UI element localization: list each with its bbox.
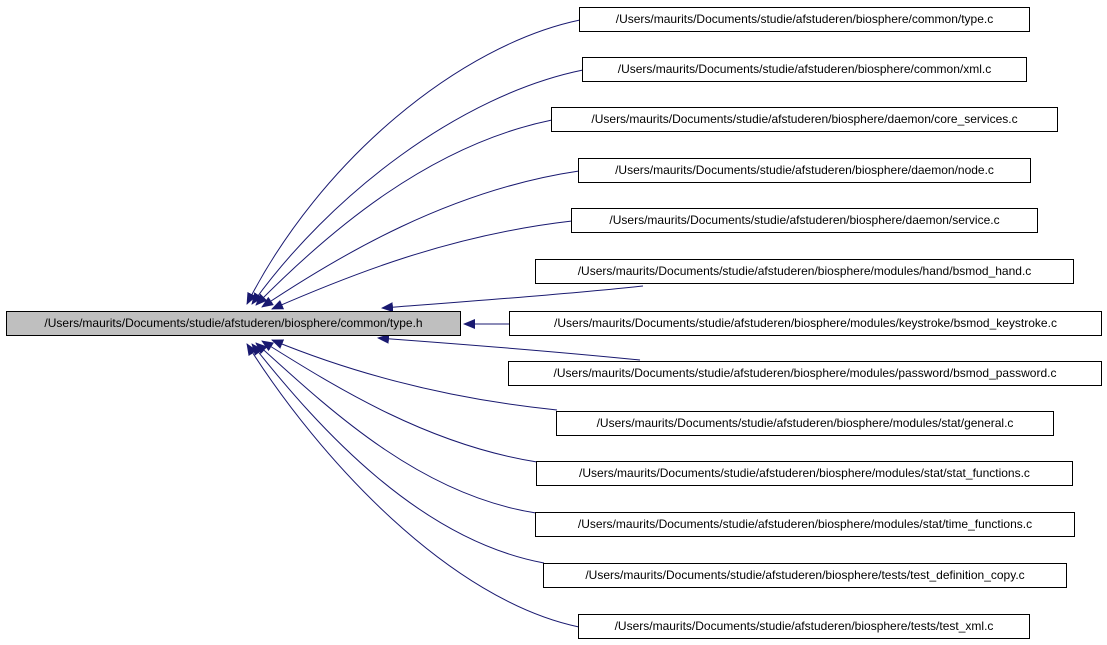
edge-node-c [261, 170, 580, 308]
includer-node-label: /Users/maurits/Documents/studie/afstuder… [615, 12, 994, 26]
edge-stat-functions-c [261, 340, 538, 463]
includer-node-label: /Users/maurits/Documents/studie/afstuder… [614, 619, 994, 633]
includer-node-general-c[interactable]: /Users/maurits/Documents/studie/afstuder… [556, 411, 1054, 436]
includer-node-bsmod-password-c[interactable]: /Users/maurits/Documents/studie/afstuder… [508, 361, 1102, 386]
includer-node-label: /Users/maurits/Documents/studie/afstuder… [577, 264, 1032, 278]
includer-node-time-functions-c[interactable]: /Users/maurits/Documents/studie/afstuder… [535, 512, 1075, 537]
edge-xml-c [251, 69, 584, 305]
includer-node-type-c[interactable]: /Users/maurits/Documents/studie/afstuder… [579, 7, 1030, 32]
includer-node-label: /Users/maurits/Documents/studie/afstuder… [596, 416, 1014, 430]
includer-node-xml-c[interactable]: /Users/maurits/Documents/studie/afstuder… [582, 57, 1027, 82]
includer-node-label: /Users/maurits/Documents/studie/afstuder… [615, 163, 994, 177]
includer-node-label: /Users/maurits/Documents/studie/afstuder… [577, 517, 1033, 531]
includer-node-core-services-c[interactable]: /Users/maurits/Documents/studie/afstuder… [551, 107, 1058, 132]
includer-node-label: /Users/maurits/Documents/studie/afstuder… [591, 112, 1018, 126]
root-node-label: /Users/maurits/Documents/studie/afstuder… [44, 316, 423, 330]
includer-node-bsmod-keystroke-c[interactable]: /Users/maurits/Documents/studie/afstuder… [509, 311, 1102, 336]
includer-node-label: /Users/maurits/Documents/studie/afstuder… [609, 213, 1000, 227]
includer-node-stat-functions-c[interactable]: /Users/maurits/Documents/studie/afstuder… [536, 461, 1073, 486]
edge-bsmod-hand-c [381, 285, 644, 313]
edge-bsmod-password-c [377, 333, 641, 361]
edge-service-c [271, 220, 573, 310]
edge-general-c [271, 339, 558, 411]
includer-node-node-c[interactable]: /Users/maurits/Documents/studie/afstuder… [578, 158, 1031, 183]
edge-core-services-c [255, 119, 553, 306]
includer-node-label: /Users/maurits/Documents/studie/afstuder… [554, 316, 1057, 330]
edge-type-c [246, 19, 581, 305]
includer-node-service-c[interactable]: /Users/maurits/Documents/studie/afstuder… [571, 208, 1038, 233]
root-node-type-h[interactable]: /Users/maurits/Documents/studie/afstuder… [6, 311, 461, 336]
includer-node-test-definition-copy-c[interactable]: /Users/maurits/Documents/studie/afstuder… [543, 563, 1067, 588]
includer-node-label: /Users/maurits/Documents/studie/afstuder… [617, 62, 992, 76]
edge-time-functions-c [255, 342, 537, 514]
includer-node-label: /Users/maurits/Documents/studie/afstuder… [579, 466, 1030, 480]
includer-node-bsmod-hand-c[interactable]: /Users/maurits/Documents/studie/afstuder… [535, 259, 1074, 284]
edge-test-xml-c [246, 343, 580, 628]
edge-test-definition-copy-c [251, 343, 545, 564]
includer-node-label: /Users/maurits/Documents/studie/afstuder… [585, 568, 1025, 582]
includer-node-label: /Users/maurits/Documents/studie/afstuder… [553, 366, 1057, 380]
includer-node-test-xml-c[interactable]: /Users/maurits/Documents/studie/afstuder… [578, 614, 1030, 639]
